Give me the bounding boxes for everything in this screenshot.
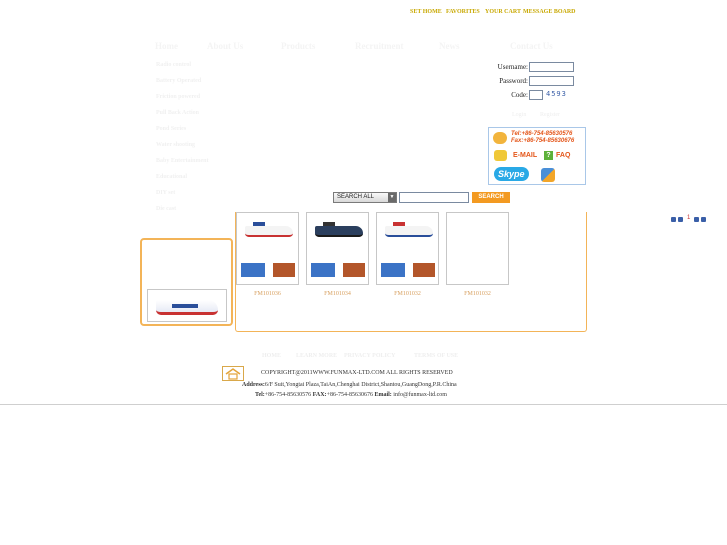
first-page-button[interactable] <box>671 217 676 222</box>
search-category-select[interactable]: SEARCH ALL ▼ <box>333 192 397 203</box>
current-page[interactable]: 1 <box>687 215 691 221</box>
footer-terms-of-use-link[interactable]: TERMS OF USE <box>414 353 459 359</box>
category-water-shooting[interactable]: Water shooting <box>156 142 196 148</box>
next-page-button[interactable] <box>694 217 699 222</box>
code-input[interactable] <box>529 90 543 100</box>
nav-recruitment[interactable]: Recruitment <box>355 41 404 51</box>
favorites-link[interactable]: FAVORITES <box>446 9 480 15</box>
nav-contact-us[interactable]: Contact Us <box>510 41 553 51</box>
product-code[interactable]: FM101032 <box>464 291 491 297</box>
username-input[interactable] <box>529 62 574 72</box>
your-cart-link[interactable]: YOUR CART <box>485 9 521 15</box>
password-label: Password: <box>499 77 528 85</box>
product-code[interactable]: FM101036 <box>254 291 281 297</box>
product-thumbnail[interactable] <box>236 212 299 285</box>
footer-learn-more-link[interactable]: LEARN MORE <box>296 353 338 359</box>
messenger-icon[interactable] <box>541 168 555 182</box>
code-label: Code: <box>511 91 528 99</box>
telephone-icon <box>493 132 507 144</box>
contact-fax: Fax:+86-754-85630676 <box>511 138 575 144</box>
product-code[interactable]: FM101032 <box>394 291 421 297</box>
product-thumbnail[interactable] <box>376 212 439 285</box>
username-label: Username: <box>497 63 528 71</box>
footer-tel-label: Tel: <box>255 392 265 398</box>
category-pond-series[interactable]: Pond Series <box>156 126 187 132</box>
chevron-down-icon: ▼ <box>388 193 396 202</box>
category-friction-powered[interactable]: Friction powered <box>156 94 201 100</box>
contact-box: Tel:+86-754-85630576 Fax:+86-754-8563067… <box>488 127 586 185</box>
footer-address: Address:6/F Suit,Yongtai Plaza,TaiAn,Che… <box>242 382 457 388</box>
footer-email[interactable]: info@funmax-ltd.com <box>393 392 447 398</box>
featured-product-image[interactable] <box>147 289 227 322</box>
footer-fax: +86-754-85630676 <box>326 392 373 398</box>
featured-product-box <box>140 238 233 326</box>
set-home-link[interactable]: SET HOME <box>410 9 442 15</box>
footer-email-label: Email: <box>374 392 392 398</box>
category-battery-operated[interactable]: Battery Operated <box>156 78 202 84</box>
footer-contact-line: Tel:+86-754-85630576 FAX:+86-754-8563067… <box>255 392 447 398</box>
search-input[interactable] <box>399 192 469 203</box>
register-link[interactable]: Register <box>540 112 560 118</box>
nav-home[interactable]: Home <box>155 41 178 51</box>
nav-news[interactable]: News <box>439 41 460 51</box>
password-input[interactable] <box>529 76 574 86</box>
footer-address-label: Address: <box>242 382 265 388</box>
login-link[interactable]: Login <box>512 112 527 118</box>
footer-fax-label: FAX: <box>312 392 327 398</box>
product-panel <box>235 212 587 332</box>
product-code[interactable]: FM101034 <box>324 291 351 297</box>
footer-copyright: COPYRIGHT@2011WWW.FUNMAX-LTD.COM ALL RIG… <box>261 370 453 376</box>
product-thumbnail[interactable] <box>446 212 509 285</box>
footer-home-link[interactable]: HOME <box>262 353 281 359</box>
search-category-value: SEARCH ALL <box>337 194 375 200</box>
category-baby-entertainment[interactable]: Baby Entertainment <box>156 158 209 164</box>
footer-address-value: 6/F Suit,Yongtai Plaza,TaiAn,Chenghai Di… <box>264 382 457 388</box>
product-thumbnail[interactable] <box>306 212 369 285</box>
category-educational[interactable]: Educational <box>156 174 188 180</box>
footer-logo <box>222 366 244 381</box>
faq-link[interactable]: FAQ <box>556 152 571 159</box>
nav-products[interactable]: Products <box>281 41 316 51</box>
house-icon <box>225 368 241 380</box>
email-icon <box>494 150 507 161</box>
faq-icon: ? <box>544 151 553 160</box>
category-pull-back-action[interactable]: Pull Back Action <box>156 110 200 116</box>
prev-page-button[interactable] <box>678 217 683 222</box>
nav-about-us[interactable]: About Us <box>207 41 244 51</box>
last-page-button[interactable] <box>701 217 706 222</box>
page-divider <box>0 404 727 405</box>
contact-tel: Tel:+86-754-85630576 <box>511 131 573 137</box>
skype-button[interactable]: Skype <box>494 167 529 181</box>
category-radio-control[interactable]: Radio control <box>156 62 192 68</box>
footer-privacy-policy-link[interactable]: PRIVACY POLICY <box>344 353 396 359</box>
category-diy-set[interactable]: DIY set <box>156 190 176 196</box>
captcha-image[interactable]: 4593 <box>546 90 567 98</box>
message-board-link[interactable]: MESSAGE BOARD <box>523 9 576 15</box>
footer-tel: +86-754-85630576 <box>264 392 312 398</box>
email-link[interactable]: E-MAIL <box>513 152 538 159</box>
search-button[interactable]: SEARCH <box>472 192 510 203</box>
category-die-cast[interactable]: Die cast <box>156 206 177 212</box>
